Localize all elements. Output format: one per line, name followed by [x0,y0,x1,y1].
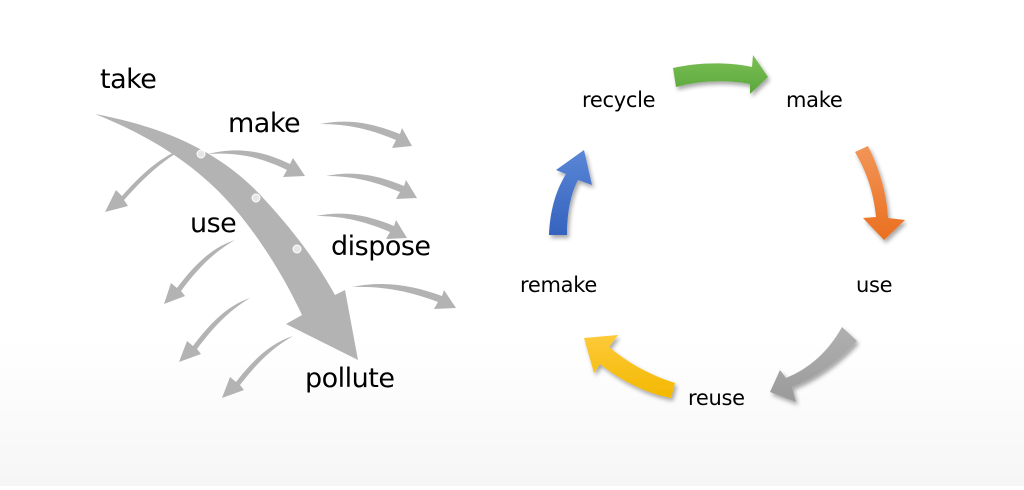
thin-arrow-left [164,240,235,304]
label-make: make [786,88,843,112]
label-dispose: dispose [331,231,431,262]
thin-arrow-right [326,173,417,199]
label-recycle: recycle [582,88,656,112]
label-remake: remake [520,273,597,297]
label-make: make [228,108,301,139]
cycle-arrow-reuse-to-remake [584,335,675,398]
circular-economy-group [549,55,905,402]
thin-arrow-right [316,213,407,239]
flow-dot [292,244,302,254]
cycle-arrow-recycle-to-make [673,55,768,94]
thin-arrow-right [320,121,412,148]
label-pollute: pollute [305,363,395,394]
main-flow-arrow [95,114,358,360]
thin-arrow-right [208,150,305,177]
linear-economy-group [95,114,456,398]
label-use: use [190,208,237,239]
thin-arrow-left [105,148,185,212]
label-reuse: reuse [688,386,745,410]
label-take: take [100,64,157,95]
label-use: use [856,273,893,297]
cycle-arrow-remake-to-recycle [549,150,592,235]
cycle-arrow-make-to-use [855,146,905,240]
thin-arrow-left [222,336,293,398]
thin-arrow-right [352,283,456,309]
output-arrows-right [208,121,456,309]
thin-arrow-left [179,298,250,362]
flow-dot [196,149,206,159]
flow-dot [251,193,261,203]
output-arrows-left [105,148,293,398]
cycle-arrow-use-to-reuse [770,327,857,402]
